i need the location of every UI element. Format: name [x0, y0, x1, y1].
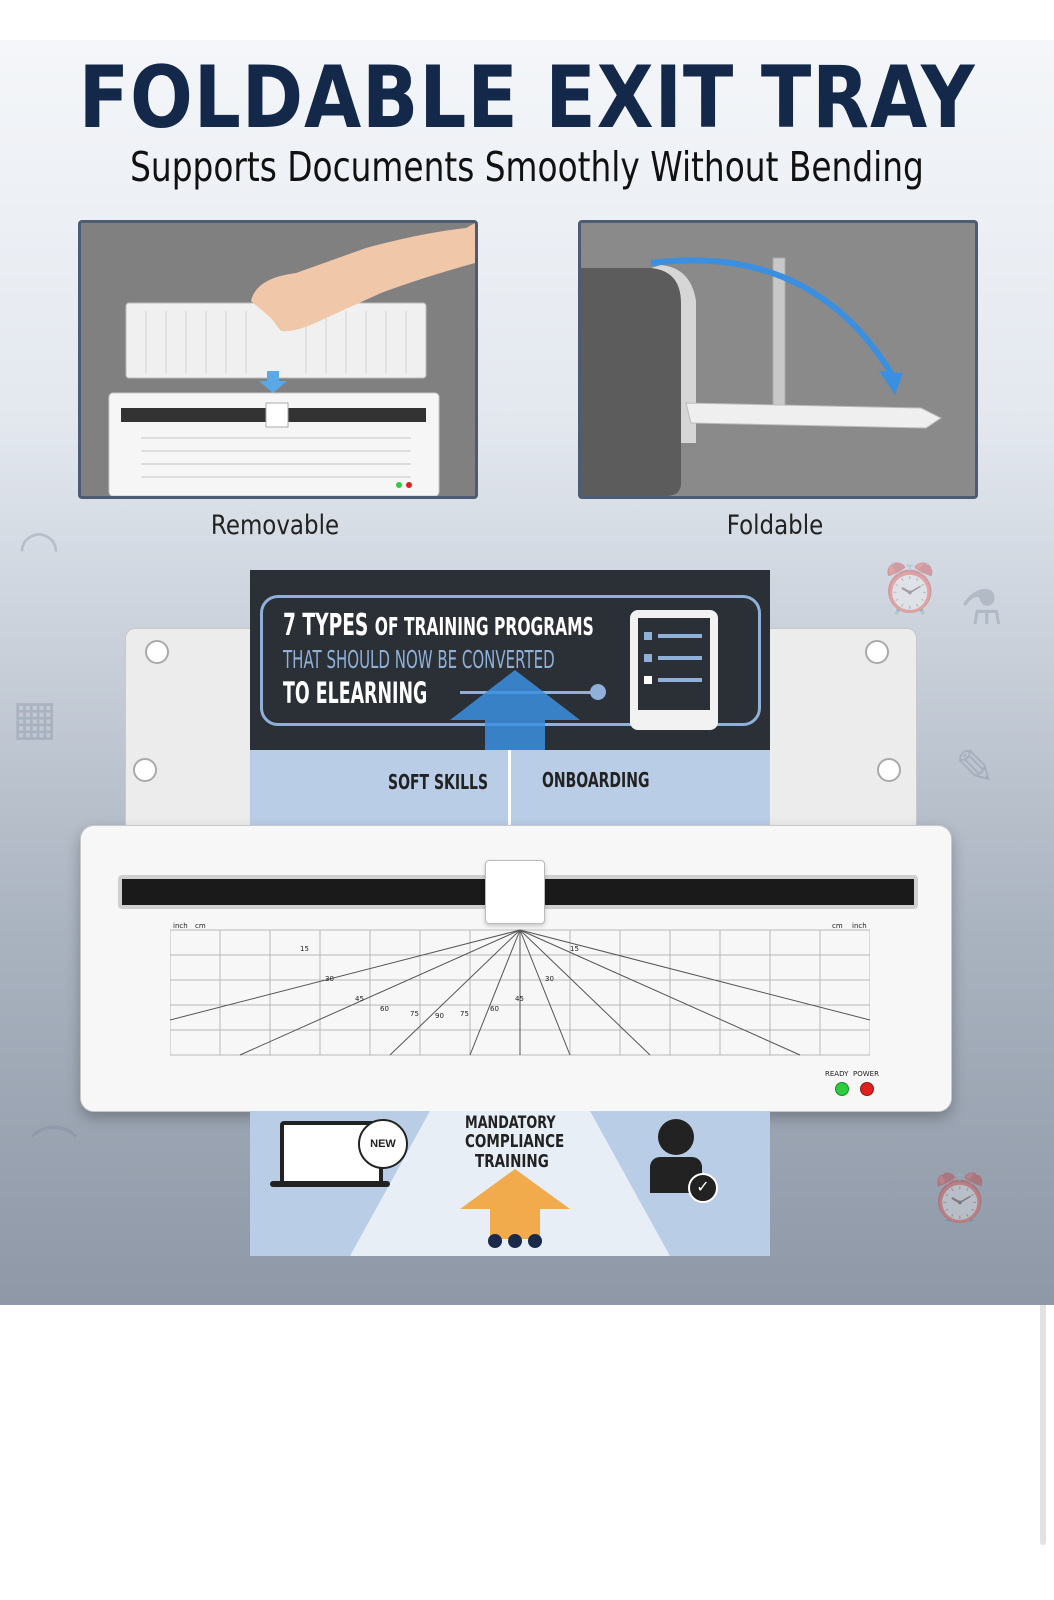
angle-label-45-right: 45	[515, 995, 524, 1003]
tablet-icon	[630, 610, 718, 730]
doc-title-line1: 7 TYPES OF TRAINING PROGRAMS	[283, 608, 594, 643]
cutting-grid	[170, 929, 870, 1056]
angle-label-30-right: 30	[545, 975, 554, 983]
ruler-left-unit-inch: inch	[173, 922, 188, 930]
cutter-slider-handle[interactable]	[485, 860, 545, 924]
ready-led-icon	[835, 1082, 849, 1096]
foldable-panel	[578, 220, 978, 499]
angle-label-75-left: 75	[410, 1010, 419, 1018]
doc-item3-line1: MANDATORY	[465, 1113, 556, 1133]
subheadline: Supports Documents Smoothly Without Bend…	[130, 143, 924, 191]
angle-label-75-right: 75	[460, 1010, 469, 1018]
alarm-doodle-icon: ⏰	[930, 1173, 990, 1226]
doc-item-soft-skills: SOFT SKILLS	[388, 770, 489, 794]
angle-label-60-left: 60	[380, 1005, 389, 1013]
doc-item-onboarding: ONBOARDING	[542, 768, 650, 792]
power-label: POWER	[853, 1070, 879, 1078]
brush-doodle-icon: ✎	[955, 742, 996, 795]
doc-title-line3: TO ELEARNING	[283, 676, 428, 710]
tray-hinge-left-icon	[133, 758, 157, 782]
new-badge-text: NEW	[370, 1138, 396, 1150]
laminator-machine: 7 TYPES OF TRAINING PROGRAMS THAT SHOULD…	[80, 570, 960, 1270]
tray-knob-left-icon	[145, 640, 169, 664]
document-sheet-top: 7 TYPES OF TRAINING PROGRAMS THAT SHOULD…	[250, 570, 770, 840]
support-agent-icon	[658, 1119, 694, 1155]
doc-title-line2: THAT SHOULD NOW BE CONVERTED	[283, 645, 555, 674]
doc-item3-line3: TRAINING	[475, 1151, 549, 1172]
checkmark-icon: ✓	[688, 1173, 718, 1203]
power-led-icon	[860, 1082, 874, 1096]
new-badge: NEW	[358, 1119, 408, 1169]
angle-label-30-left: 30	[325, 975, 334, 983]
laptop-base-icon	[270, 1181, 390, 1187]
protractor-doodle-icon: ◠	[18, 522, 60, 575]
calculator-doodle-icon: ▦	[12, 692, 58, 745]
flask-doodle-icon: ⚗	[960, 582, 1004, 635]
removable-panel	[78, 220, 478, 499]
ready-label: READY	[825, 1070, 849, 1078]
tray-knob-right-icon	[865, 640, 889, 664]
ruler-left-unit-cm: cm	[195, 922, 206, 930]
removable-illustration	[81, 223, 475, 496]
ruler-right-unit-inch: inch	[852, 922, 867, 930]
doc-item3-line2: COMPLIANCE	[465, 1131, 565, 1152]
document-sheet-bottom: NEW MANDATORY COMPLIANCE TRAINING ✓	[250, 1111, 770, 1256]
doc-title-rest: OF TRAINING PROGRAMS	[374, 612, 594, 641]
angle-label-15-left: 15	[300, 945, 309, 953]
doc-divider	[508, 750, 511, 840]
angle-label-45-left: 45	[355, 995, 364, 1003]
doc-title-slider-dot	[590, 684, 606, 700]
tray-hinge-right-icon	[877, 758, 901, 782]
removable-caption: Removable	[210, 510, 340, 541]
clock-doodle-icon: ⏰	[880, 563, 940, 616]
doc-arrow-up-icon	[450, 670, 580, 755]
angle-label-15-right: 15	[570, 945, 579, 953]
foldable-illustration	[581, 223, 975, 496]
doc-orange-arrow-icon	[460, 1169, 570, 1248]
angle-label-90: 90	[435, 1012, 444, 1020]
angle-label-60-right: 60	[490, 1005, 499, 1013]
ruler-doodle-icon: ⌒	[30, 1124, 79, 1177]
product-promo-image: ◠ ▦ ⌒ ⚗ ✎ ⏰ ⏰ FOLDABLE EXIT TRAY Support…	[0, 40, 1054, 1305]
doc-title-number: 7 TYPES	[283, 608, 369, 643]
headline: FOLDABLE EXIT TRAY	[78, 48, 976, 148]
foldable-caption: Foldable	[726, 510, 824, 541]
ruler-right-unit-cm: cm	[832, 922, 843, 930]
